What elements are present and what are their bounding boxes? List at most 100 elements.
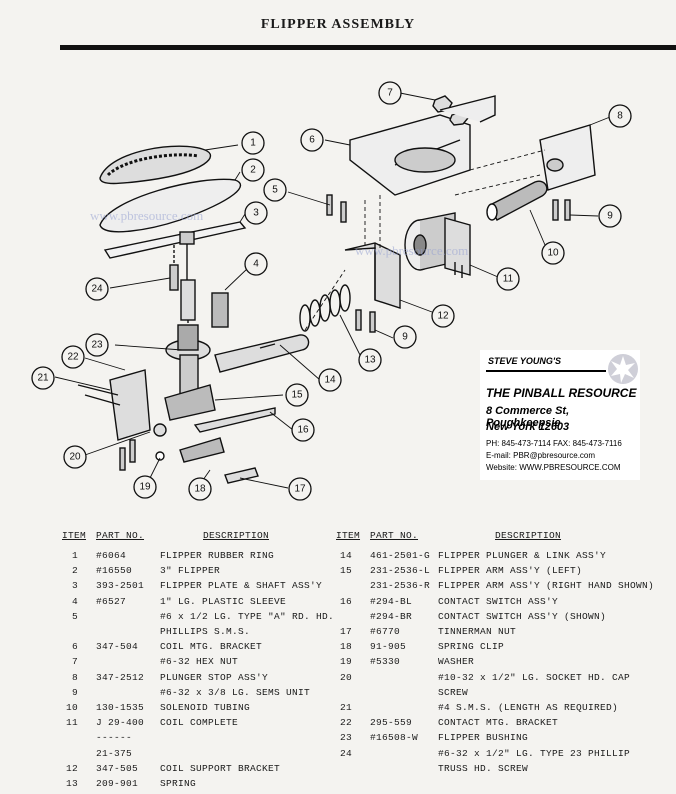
callout-label: 20	[69, 452, 81, 463]
callout-4	[244, 252, 268, 276]
item-number: 9	[71, 686, 78, 698]
coil-support-bracket	[344, 242, 401, 333]
coil-mounting-bracket	[349, 114, 471, 196]
header-item-left: ITEM	[62, 530, 87, 541]
table-row: 24#6-32 x 1/2" LG. TYPE 23 PHILLIP	[0, 748, 676, 762]
callout-label: 15	[291, 390, 303, 401]
header-item-right: ITEM	[336, 530, 361, 541]
part-number: #16508-W	[370, 732, 419, 744]
item-number: 2	[71, 565, 78, 577]
part-number: #5330	[370, 656, 401, 668]
flipper-bushing	[165, 324, 211, 406]
table-row: PHILLIPS S.M.S.	[0, 626, 676, 640]
callout-21	[31, 366, 55, 390]
item-number: 19	[339, 656, 352, 668]
parts-list: ITEM PART NO. DESCRIPTION ITEM PART NO. …	[0, 522, 676, 794]
title-rule	[60, 45, 676, 50]
starburst-icon	[608, 354, 638, 384]
part-description: CONTACT MTG. BRACKET	[438, 717, 559, 729]
vendor-ad: STEVE YOUNG'S THE PINBALL RESOURCE 8 Com…	[480, 350, 640, 480]
part-description: COIL MTG. BRACKET	[160, 641, 263, 653]
watermark: www.pbresource.com	[90, 208, 204, 223]
callout-15	[285, 383, 309, 407]
part-number: 461-2501-G	[370, 550, 431, 561]
callout-12	[431, 304, 455, 328]
part-description: SPRING	[160, 778, 197, 789]
part-description: FLIPPER RUBBER RING	[160, 550, 275, 561]
item-number: 14	[339, 550, 352, 561]
callout-label: 9	[402, 332, 408, 343]
callout-8	[608, 104, 632, 128]
part-description: #6-32 x 3/8 LG. SEMS UNIT	[160, 686, 311, 698]
item-number: 24	[339, 747, 352, 759]
part-description: #4 S.M.S. (LENGTH AS REQUIRED)	[438, 702, 619, 713]
part-number: #294-BR	[370, 610, 413, 622]
table-row: 17 #6770 TINNERMAN NUT	[0, 626, 676, 640]
table-row: 21#4 S.M.S. (LENGTH AS REQUIRED)	[0, 702, 676, 716]
part-description: PHILLIPS S.M.S.	[160, 626, 251, 637]
callout-label: 2	[250, 165, 256, 176]
callout-label: 24	[91, 284, 103, 295]
item-number: 11	[65, 717, 78, 729]
part-description: CONTACT SWITCH ASS'Y (SHOWN)	[438, 610, 607, 622]
table-row: #294-BR CONTACT SWITCH ASS'Y (SHOWN)	[0, 611, 676, 625]
callout-label: 6	[309, 135, 315, 146]
callout-17	[288, 477, 312, 501]
part-number: 130-1535	[96, 702, 145, 713]
item-number: 18	[339, 641, 352, 653]
part-number: #6064	[96, 550, 127, 561]
plunger-part	[214, 334, 310, 373]
callout-label: 1	[250, 138, 256, 149]
item-number: 10	[65, 702, 78, 713]
part-number: 21-375	[96, 747, 133, 759]
callout-16	[291, 418, 315, 442]
table-row: SCREW	[0, 687, 676, 701]
callout-label: 21	[37, 373, 49, 384]
callout-22	[61, 345, 85, 369]
item-number: 17	[339, 626, 352, 637]
part-description: SCREW	[438, 686, 469, 698]
part-number: #6770	[370, 626, 401, 637]
callout-23	[85, 333, 109, 357]
item-number: 5	[71, 610, 78, 622]
part-number: 295-559	[370, 717, 413, 729]
part-number: 393-2501	[96, 580, 145, 592]
callout-label: 7	[387, 88, 393, 99]
part-description: FLIPPER BUSHING	[438, 732, 529, 744]
callout-20	[63, 445, 87, 469]
flipper-arm-part	[164, 384, 216, 421]
header-desc-left: DESCRIPTION	[203, 530, 270, 541]
callout-label: 16	[297, 425, 309, 436]
callout-label: 18	[194, 484, 206, 495]
callout-label: 13	[364, 355, 376, 366]
part-number: 347-2512	[96, 671, 145, 683]
table-row: 1 #6064 FLIPPER RUBBER RING	[0, 550, 676, 564]
item-number: 1	[71, 550, 78, 561]
callout-19	[133, 475, 157, 499]
callout-label: 3	[253, 208, 259, 219]
flipper-shaft	[180, 279, 196, 330]
part-description: FLIPPER PLATE & SHAFT ASS'Y	[160, 580, 323, 592]
part-description: COIL SUPPORT BRACKET	[160, 762, 281, 774]
item-number: 23	[339, 732, 352, 744]
ad-address-line1: 8 Commerce St, Poughkeepsie	[486, 405, 570, 429]
part-description: COIL COMPLETE	[160, 717, 239, 729]
part-description: TINNERMAN NUT	[438, 626, 517, 637]
ad-address-line2: New York 12603	[486, 421, 570, 433]
callout-10	[541, 241, 565, 265]
part-description: SPRING CLIP	[438, 641, 505, 653]
